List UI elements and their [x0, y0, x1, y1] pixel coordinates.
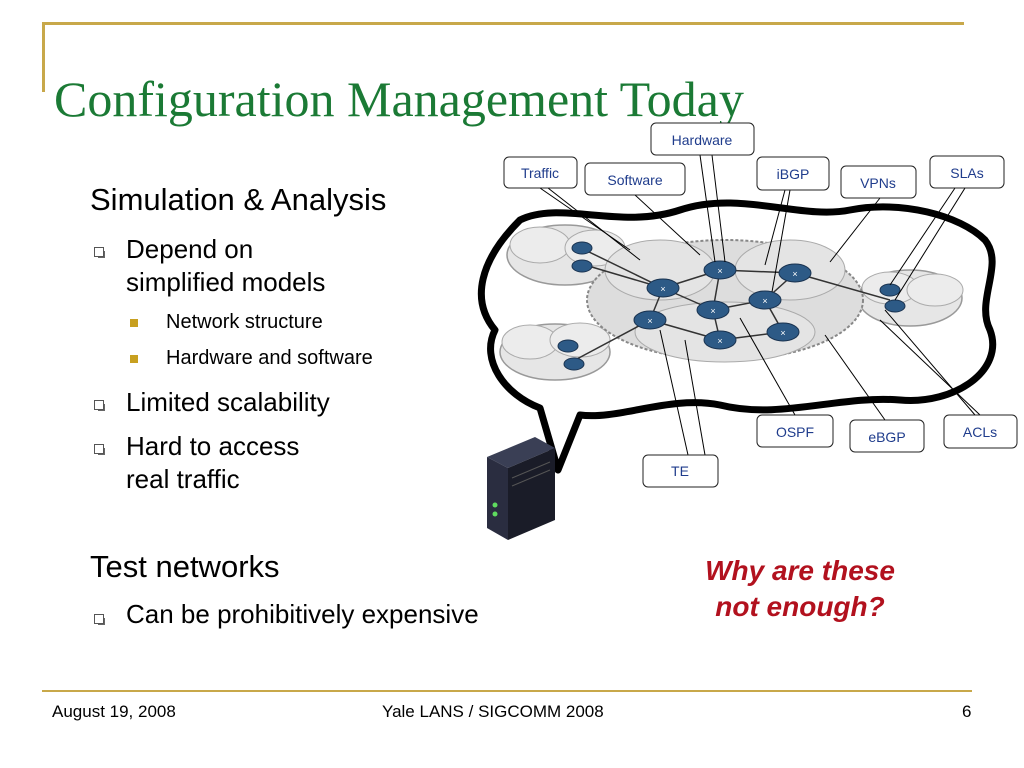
router-icon: ×: [778, 263, 812, 283]
tag-ospf: OSPF: [756, 414, 834, 448]
router-icon: ×: [696, 300, 730, 320]
cloud-right: [857, 269, 964, 327]
sub-bullet-network-structure: Network structure: [166, 311, 323, 333]
router-icon: ×: [703, 260, 737, 280]
routers: × × × × × × × ×: [557, 241, 906, 371]
bullet-limited-scalability: Limited scalability: [126, 387, 330, 417]
frame-top-line: [42, 22, 964, 25]
network-diagram: × × × × × × × × Hardware Traffic Softwa: [477, 122, 1018, 540]
slide-title: Configuration Management Today: [54, 71, 744, 127]
router-icon: [563, 357, 585, 371]
router-icon: [557, 339, 579, 353]
question-callout: Why are these not enough?: [705, 555, 895, 622]
footer-divider: [42, 690, 972, 692]
tag-slas: SLAs: [929, 155, 1005, 189]
svg-text:×: ×: [647, 316, 652, 326]
svg-text:×: ×: [762, 296, 767, 306]
svg-text:OSPF: OSPF: [776, 424, 814, 440]
tag-traffic: Traffic: [503, 156, 578, 189]
tag-ebgp: eBGP: [849, 419, 925, 453]
cloud-left-bottom: [499, 322, 611, 381]
svg-text:×: ×: [792, 269, 797, 279]
tag-hardware: Hardware: [650, 122, 755, 156]
router-icon: ×: [748, 290, 782, 310]
section-heading-test-networks: Test networks: [90, 549, 280, 584]
server-icon: [487, 437, 555, 540]
svg-text:×: ×: [710, 306, 715, 316]
tag-vpns: VPNs: [840, 165, 917, 199]
svg-text:VPNs: VPNs: [860, 175, 896, 191]
router-icon: [571, 259, 593, 273]
bullet-hard-to-access: Hard to access real traffic: [126, 431, 300, 494]
router-icon: [879, 283, 901, 297]
tag-software: Software: [584, 162, 686, 196]
svg-text:TE: TE: [671, 463, 689, 479]
svg-text:×: ×: [717, 336, 722, 346]
svg-text:×: ×: [780, 328, 785, 338]
sub-bullet-hardware-software: Hardware and software: [166, 347, 373, 369]
section-heading-simulation: Simulation & Analysis: [90, 182, 387, 217]
svg-text:ACLs: ACLs: [963, 424, 997, 440]
svg-text:×: ×: [660, 284, 665, 294]
sub-bullet-square-icon: [130, 355, 138, 363]
footer-date: August 19, 2008: [52, 702, 176, 721]
bullet-box-icon: [94, 614, 105, 625]
bullet-depend-on-models: Depend on simplified models: [126, 234, 326, 297]
svg-text:Hardware: Hardware: [672, 132, 733, 148]
svg-text:SLAs: SLAs: [950, 165, 983, 181]
svg-text:eBGP: eBGP: [868, 429, 905, 445]
bullet-box-icon: [94, 400, 105, 411]
router-icon: ×: [646, 278, 680, 298]
router-icon: ×: [703, 330, 737, 350]
frame-left-line: [42, 22, 45, 92]
footer-page-number: 6: [962, 702, 972, 721]
sub-bullet-square-icon: [130, 319, 138, 327]
svg-text:×: ×: [717, 266, 722, 276]
router-icon: ×: [766, 322, 800, 342]
footer-venue: Yale LANS / SIGCOMM 2008: [382, 702, 604, 721]
bullet-box-icon: [94, 247, 105, 258]
svg-text:iBGP: iBGP: [777, 166, 810, 182]
bullet-box-icon: [94, 444, 105, 455]
tag-acls: ACLs: [943, 414, 1018, 449]
bullet-prohibitively-expensive: Can be prohibitively expensive: [126, 599, 479, 629]
svg-text:Software: Software: [607, 172, 662, 188]
tag-leader-lines: [539, 154, 981, 456]
tag-te: TE: [642, 454, 719, 488]
router-icon: [884, 299, 906, 313]
svg-text:Traffic: Traffic: [521, 165, 559, 181]
tag-ibgp: iBGP: [756, 156, 830, 191]
router-icon: ×: [633, 310, 667, 330]
router-icon: [571, 241, 593, 255]
